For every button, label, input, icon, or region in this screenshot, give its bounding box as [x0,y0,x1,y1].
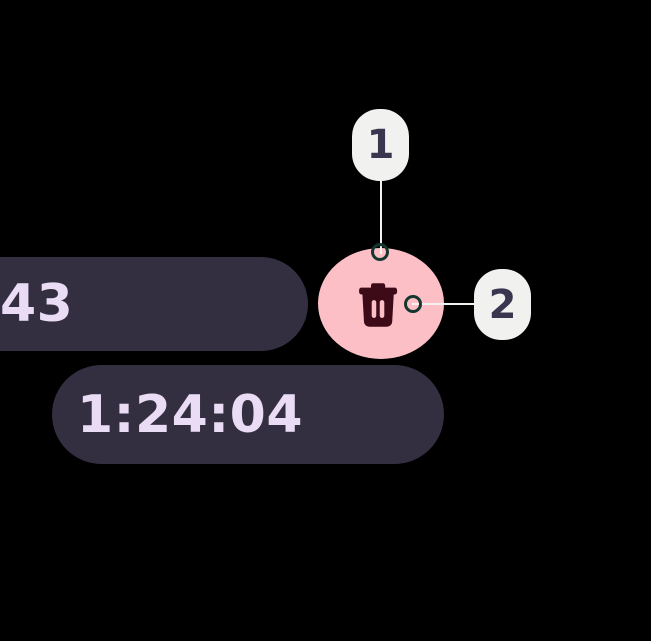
timer-pill-label: 1:24:04 [77,384,303,445]
anchor-ring-right [404,295,422,313]
anchor-ring-top [371,243,389,261]
annotation-badge-2[interactable]: 2 [474,269,531,340]
annotation-connector-1 [380,150,382,254]
annotation-badge-1-label: 1 [366,122,395,168]
annotation-badge-1[interactable]: 1 [352,109,409,181]
duration-pill-label: 43 [0,274,74,334]
annotation-connector-2 [412,303,504,305]
timer-pill[interactable]: 1:24:04 [52,365,444,464]
trash-icon [359,279,399,329]
duration-pill[interactable]: 43 [0,257,308,351]
annotation-badge-2-label: 2 [488,281,517,328]
